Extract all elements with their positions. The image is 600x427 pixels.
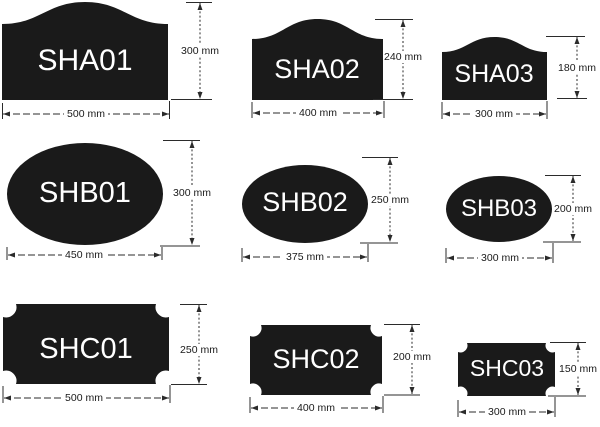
cell-shb03: SHB03 200 mm 300 mm (445, 175, 594, 264)
sha02-label: SHA02 (274, 54, 360, 84)
shb02-shape (242, 165, 368, 243)
shc03-width-dimension: 300 mm (457, 397, 556, 418)
cell-shc03: SHC03 150 mm 300 mm (457, 342, 599, 418)
sha01-height-label: 300 mm (181, 45, 219, 57)
shb02-width-label: 375 mm (286, 251, 324, 263)
cell-sha02: SHA02 240 mm 400 mm (251, 19, 423, 119)
shb03-shape (446, 176, 552, 242)
sha01-height-dimension: 300 mm (171, 2, 220, 100)
shb02-label: SHB02 (262, 187, 348, 217)
shc01-label: SHC01 (39, 333, 133, 365)
sha02-height-dimension: 240 mm (373, 19, 423, 100)
shb01-height-dimension: 300 mm (160, 140, 212, 247)
sha01-width-dimension: 500 mm (2, 101, 170, 120)
cell-shc01: SHC01 250 mm 500 mm (2, 304, 219, 404)
sha01-width-label: 500 mm (67, 108, 105, 120)
cell-shb01: SHB01 300 mm 450 mm (6, 140, 212, 261)
shc03-shape (458, 343, 555, 396)
sha03-shape (442, 37, 547, 100)
shb01-shape (7, 143, 163, 245)
shc02-width-dimension: 400 mm (249, 396, 384, 414)
sha03-width-dimension: 300 mm (441, 101, 548, 120)
shc02-width-label: 400 mm (297, 402, 335, 414)
sha03-label: SHA03 (454, 60, 533, 88)
shc01-height-dimension: 250 mm (171, 304, 219, 385)
sha03-height-label: 180 mm (558, 62, 596, 74)
shb02-height-dimension: 250 mm (360, 157, 410, 244)
shc01-width-label: 500 mm (65, 392, 103, 404)
sha02-width-label: 400 mm (299, 107, 337, 119)
shc02-height-label: 200 mm (393, 351, 431, 363)
cell-sha01: SHA01 300 mm 500 mm (2, 2, 220, 120)
shb02-width-dimension: 375 mm (241, 244, 369, 263)
shc01-height-label: 250 mm (180, 344, 218, 356)
shb03-width-dimension: 300 mm (445, 243, 554, 264)
shc01-width-dimension: 500 mm (2, 385, 171, 404)
cell-shc02: SHC02 200 mm 400 mm (249, 324, 432, 414)
shc03-label: SHC03 (470, 355, 544, 381)
shb01-width-label: 450 mm (65, 249, 103, 261)
shb01-height-label: 300 mm (173, 187, 211, 199)
shb01-label: SHB01 (39, 177, 131, 209)
sha03-width-label: 300 mm (475, 108, 513, 120)
shb03-label: SHB03 (461, 195, 537, 222)
shb03-width-label: 300 mm (481, 252, 519, 264)
shc02-label: SHC02 (272, 344, 359, 374)
shc03-height-label: 150 mm (559, 363, 597, 375)
cell-sha03: SHA03 180 mm 300 mm (441, 36, 597, 120)
sha02-shape (252, 19, 383, 100)
sha02-height-label: 240 mm (384, 51, 422, 63)
sha03-height-dimension: 180 mm (546, 36, 597, 99)
shc03-width-label: 300 mm (488, 406, 526, 418)
cell-shb02: SHB02 250 mm 375 mm (241, 157, 410, 263)
sha01-shape (2, 2, 168, 100)
shc03-height-dimension: 150 mm (548, 342, 599, 397)
shb03-height-label: 200 mm (554, 203, 592, 215)
shc02-height-dimension: 200 mm (384, 324, 432, 396)
shc02-shape (250, 325, 382, 395)
shb01-width-dimension: 450 mm (6, 247, 163, 261)
shb03-height-dimension: 200 mm (543, 175, 594, 243)
shc01-shape (3, 304, 169, 384)
sha01-label: SHA01 (37, 44, 132, 77)
sha02-width-dimension: 400 mm (251, 101, 385, 119)
shb02-height-label: 250 mm (371, 194, 409, 206)
